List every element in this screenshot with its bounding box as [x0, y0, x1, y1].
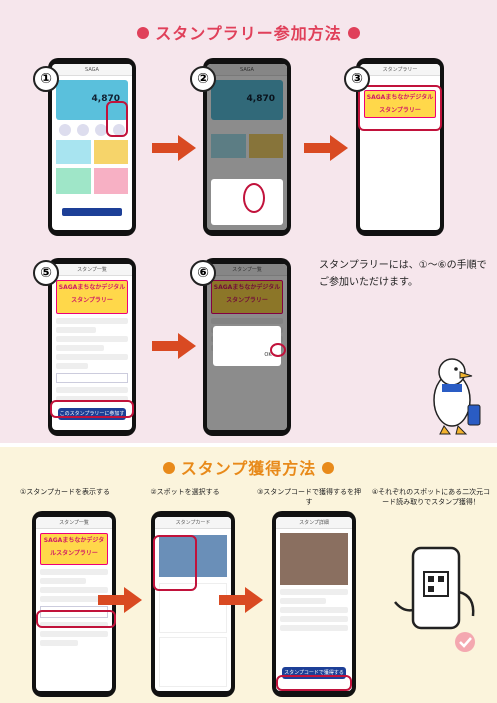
- highlight-ring: [106, 101, 128, 137]
- phone-step-3: スタンプラリー SAGAまちなかデジタルスタンプラリー: [356, 58, 444, 236]
- circle-icon: [322, 461, 335, 474]
- highlight-ring: [270, 343, 286, 357]
- highlight-ring: [50, 400, 134, 418]
- arrow-icon: [98, 587, 142, 613]
- arrow-icon: [304, 135, 348, 161]
- step-number: ⑤: [33, 260, 59, 286]
- circle-icon: [162, 461, 175, 474]
- mascot-bird-icon: [433, 358, 481, 435]
- instruction-text: スタンプラリーには、①〜⑥の手順でご参加いただけます。: [319, 260, 487, 288]
- highlight-ring: [243, 183, 265, 213]
- arrow-icon: [219, 587, 263, 613]
- highlight-ring: [276, 675, 352, 691]
- participation-section: スタンプラリー参加方法 SAGA 4,870 ① SAGA 4,870 ②: [0, 0, 497, 443]
- arrow-icon: [152, 333, 196, 359]
- circle-icon: [347, 26, 360, 39]
- highlight-ring: [358, 85, 442, 131]
- caption-4: ④それぞれのスポットにある二次元コード読み取りでスタンプ獲得！: [371, 488, 491, 506]
- phone-stamp-code: スタンプ詳細 スタンプコードで獲得する: [272, 511, 356, 697]
- phone-step-5: スタンプ一覧 SAGAまちなかデジタルスタンプラリー このスタンプラリーに参加す…: [48, 258, 136, 436]
- arrow-icon: [152, 135, 196, 161]
- phone-step-2: SAGA 4,870: [203, 58, 291, 236]
- stamp-title: スタンプ獲得方法: [0, 455, 497, 479]
- phone-step-6: スタンプ一覧 SAGAまちなかデジタルスタンプラリー OK: [203, 258, 291, 436]
- step-number: ⑥: [190, 260, 216, 286]
- highlight-ring: [153, 535, 197, 591]
- circle-icon: [137, 26, 150, 39]
- phone-step-1: SAGA 4,870: [48, 58, 136, 236]
- participation-title: スタンプラリー参加方法: [0, 20, 497, 44]
- step-number: ②: [190, 66, 216, 92]
- caption-1: ①スタンプカードを表示する: [19, 488, 111, 496]
- caption-2: ②スポットを選択する: [150, 488, 220, 496]
- step-number: ①: [33, 66, 59, 92]
- stamp-section: スタンプ獲得方法 ①スタンプカードを表示する ②スポットを選択する ③スタンプコ…: [0, 447, 497, 703]
- qr-scan-icon: [394, 546, 475, 652]
- caption-3: ③スタンプコードで獲得するを押す: [256, 488, 362, 506]
- highlight-ring: [36, 610, 116, 628]
- step-number: ③: [344, 66, 370, 92]
- phone-stamp-card: スタンプ一覧 SAGAまちなかデジタルスタンプラリー: [32, 511, 116, 697]
